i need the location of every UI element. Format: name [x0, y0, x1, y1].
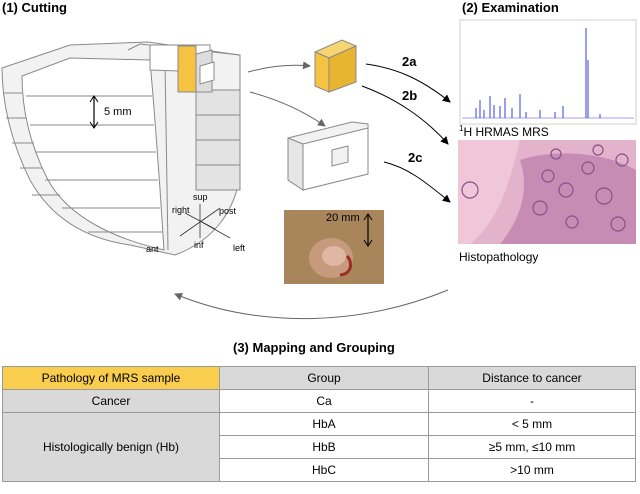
- remaining-block: [287, 121, 369, 191]
- mrs-spectrum-chart: [459, 19, 637, 125]
- table-row: Cancer Ca -: [2, 389, 636, 413]
- section-title-cutting: (1) Cutting: [2, 0, 67, 15]
- twenty-mm-label: 20 mm: [326, 212, 360, 224]
- cell-distance: -: [428, 389, 636, 413]
- cell-distance: ≥5 mm, ≤10 mm: [428, 435, 636, 459]
- axis-label-ant: ant: [146, 244, 159, 254]
- header-group: Group: [219, 366, 429, 390]
- table-row: HbC >10 mm: [3, 458, 636, 482]
- header-distance: Distance to cancer: [428, 366, 636, 390]
- specimen-cube: [313, 39, 358, 93]
- section-title-examination: (2) Examination: [462, 0, 559, 15]
- workflow-diagram: [1, 19, 637, 320]
- axis-label-inf: inf: [194, 240, 204, 250]
- mrs-caption: 1H HRMAS MRS: [459, 124, 549, 139]
- five-mm-indicator: [89, 95, 99, 129]
- cell-group: HbB: [219, 435, 429, 459]
- step-2b-label: 2b: [402, 88, 418, 103]
- cell-distance: >10 mm: [428, 458, 636, 482]
- cell-group: HbC: [219, 458, 429, 482]
- axis-label-sup: sup: [193, 192, 208, 202]
- axis-label-right: right: [172, 205, 190, 215]
- five-mm-label: 5 mm: [104, 106, 132, 118]
- tissue-photo: [284, 210, 384, 284]
- table-row: Histologically benign (Hb) HbA < 5 mm: [2, 412, 636, 482]
- cell-pathology: Cancer: [2, 389, 220, 413]
- step-2c-label: 2c: [408, 150, 423, 165]
- axis-label-post: post: [219, 206, 237, 216]
- prostate-model: [1, 41, 241, 256]
- orientation-axes: [179, 204, 231, 239]
- grouping-table: Pathology of MRS sample Group Distance t…: [2, 366, 636, 482]
- flow-arrows: [174, 61, 451, 320]
- histopathology-image: [458, 140, 636, 244]
- mrs-caption-superscript: 1: [459, 124, 464, 133]
- cell-group: HbA: [219, 412, 429, 436]
- axis-label-left: left: [233, 243, 246, 253]
- table-header-row: Pathology of MRS sample Group Distance t…: [2, 366, 636, 390]
- cell-group: Ca: [219, 389, 429, 413]
- cell-distance: < 5 mm: [428, 412, 636, 436]
- header-pathology: Pathology of MRS sample: [2, 366, 220, 390]
- step-2a-label: 2a: [402, 54, 417, 69]
- histopathology-caption: Histopathology: [459, 250, 539, 264]
- mrs-caption-text: H HRMAS MRS: [463, 125, 549, 139]
- cell-pathology: Histologically benign (Hb): [2, 412, 220, 482]
- section-title-mapping: (3) Mapping and Grouping: [233, 340, 395, 355]
